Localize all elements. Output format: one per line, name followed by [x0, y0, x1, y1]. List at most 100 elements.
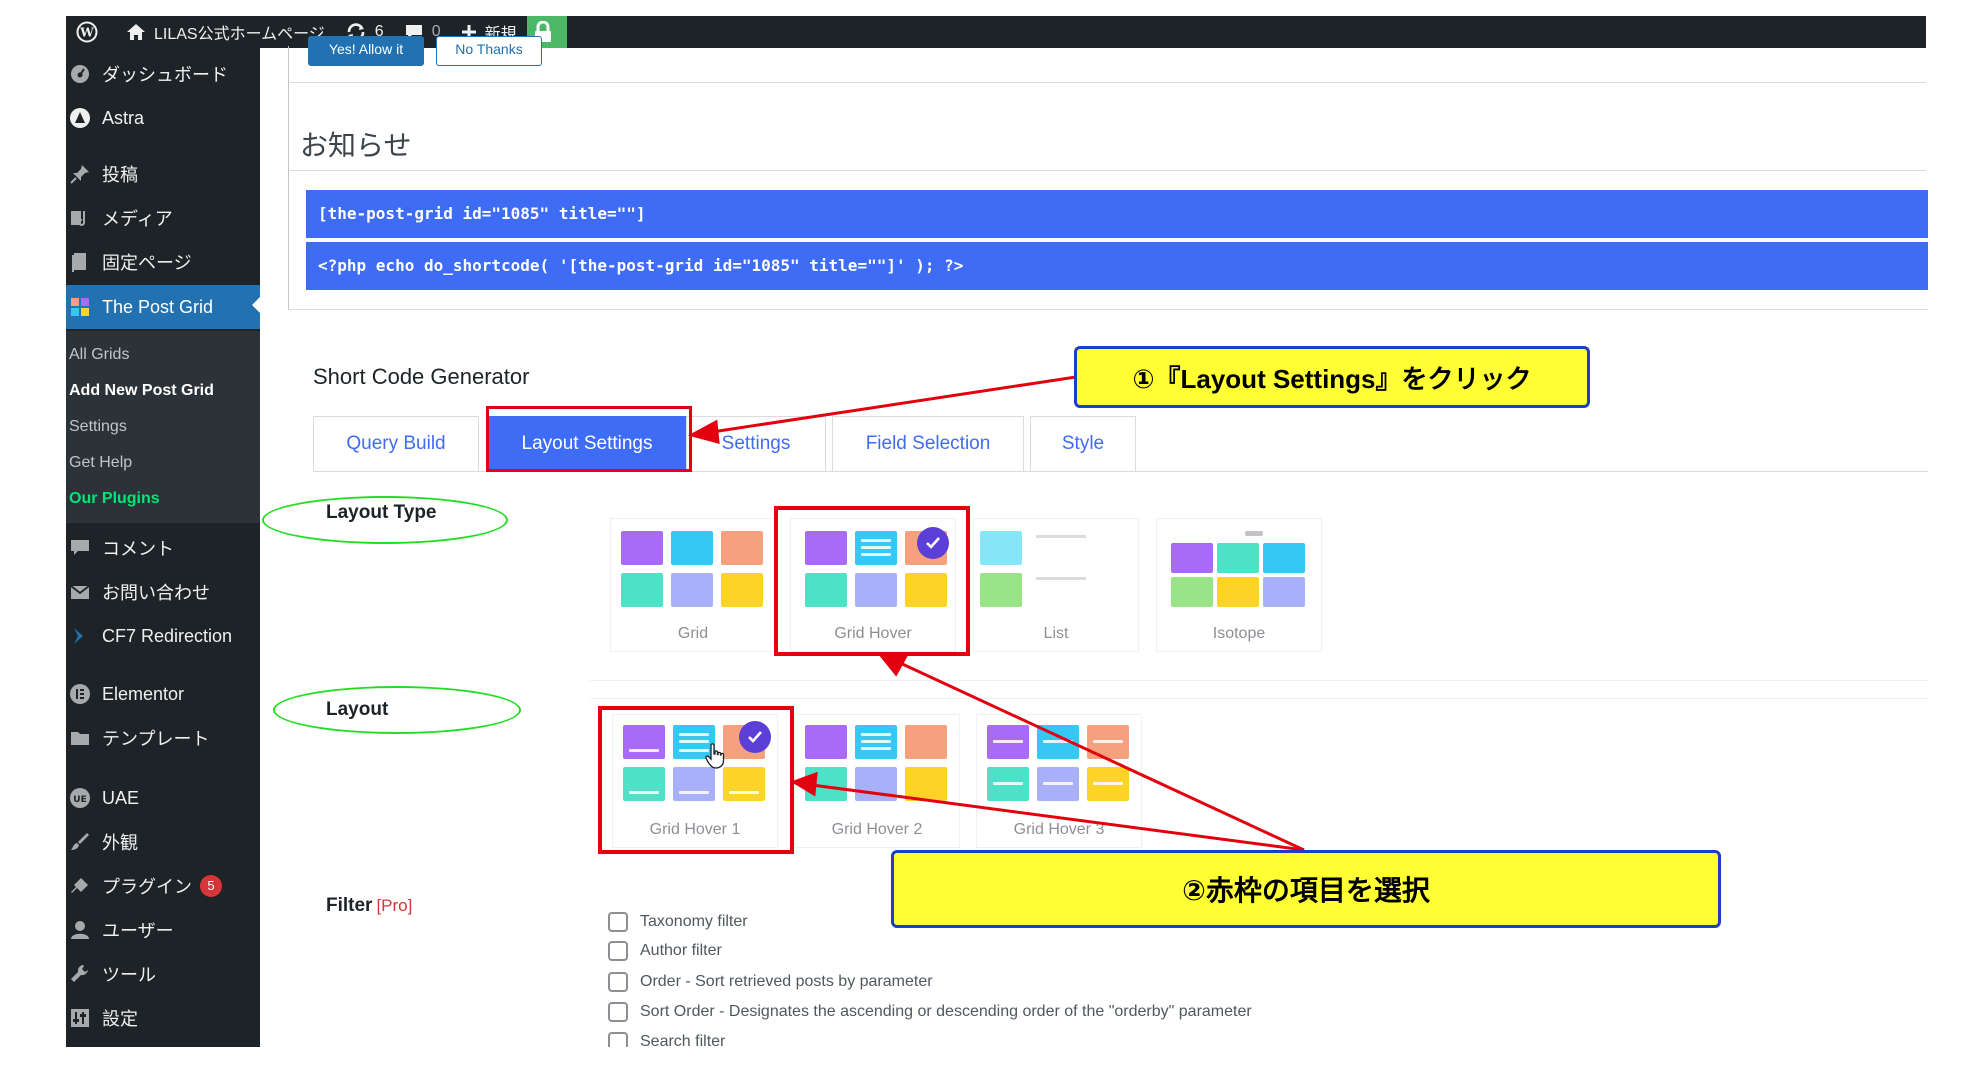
filter-clip: Search filter — [600, 1030, 1300, 1047]
checkbox[interactable] — [608, 1032, 628, 1047]
page-icon — [68, 250, 92, 274]
layout-type-isotope[interactable]: Isotope — [1156, 518, 1322, 652]
highlight-box-grid-hover — [774, 506, 970, 656]
comments-count: 0 — [431, 23, 441, 40]
php-shortcode-field[interactable]: <?php echo do_shortcode( '[the-post-grid… — [306, 242, 1928, 290]
thumb-block — [1087, 725, 1129, 759]
menu-label: プラグイン — [102, 877, 192, 897]
submenu-all-grids[interactable]: All Grids — [69, 346, 130, 363]
thumb-block — [1037, 725, 1079, 759]
layout-grid-hover-1[interactable]: Grid Hover 1 — [612, 714, 778, 848]
menu-media[interactable]: メディア — [66, 198, 260, 238]
tab-settings[interactable]: Settings — [686, 416, 826, 472]
layout-type-grid[interactable]: Grid — [610, 518, 776, 652]
menu-posts[interactable]: 投稿 — [66, 154, 260, 194]
thumb-block — [905, 573, 947, 607]
thumb-block — [721, 573, 763, 607]
layout-name: Grid Hover 1 — [649, 821, 741, 838]
no-thanks-label: No Thanks — [455, 41, 523, 57]
thumb-line — [1245, 531, 1263, 536]
allow-button[interactable]: Yes! Allow it — [308, 36, 424, 66]
divider — [290, 170, 1926, 171]
thumb-block — [1037, 767, 1079, 801]
thumb-block — [805, 725, 847, 759]
menu-label: 固定ページ — [102, 253, 192, 273]
menu-dashboard[interactable]: ダッシュボード — [66, 54, 260, 94]
callout-step-2: ②赤枠の項目を選択 — [891, 850, 1721, 928]
highlight-box-layout-settings-tab — [486, 406, 692, 472]
dashboard-icon — [68, 62, 92, 86]
layout-grid-hover-3[interactable]: Grid Hover 3 — [976, 714, 1142, 848]
menu-label: コメント — [102, 539, 174, 559]
tab-field-selection[interactable]: Field Selection — [832, 416, 1024, 472]
checkbox[interactable] — [608, 972, 628, 992]
thumb-block — [671, 573, 713, 607]
annotation-ellipse-layout-type — [262, 496, 508, 544]
checkbox[interactable] — [608, 912, 628, 932]
submenu-add-new-post-grid[interactable]: Add New Post Grid — [69, 382, 214, 399]
thumb-block — [673, 767, 715, 801]
menu-label: UAE — [102, 787, 140, 808]
layout-type-name: Isotope — [1212, 625, 1266, 642]
wordpress-logo[interactable]: W — [66, 16, 116, 48]
thumb-block — [1217, 577, 1259, 607]
layout-grid-hover-2[interactable]: Grid Hover 2 — [794, 714, 960, 848]
divider — [290, 82, 1926, 83]
menu-settings[interactable]: 設定 — [66, 998, 260, 1038]
menu-tools[interactable]: ツール — [66, 954, 260, 994]
thumb-block — [987, 725, 1029, 759]
menu-astra[interactable]: Astra — [66, 98, 260, 138]
thumb-block — [905, 725, 947, 759]
no-thanks-button[interactable]: No Thanks — [436, 36, 542, 66]
hand-cursor-icon — [705, 743, 725, 769]
thumb-block — [905, 767, 947, 801]
thumb-block — [855, 767, 897, 801]
submenu-settings[interactable]: Settings — [69, 418, 127, 435]
thumb-block — [673, 725, 715, 759]
layout-type-list[interactable]: List — [973, 518, 1139, 652]
checkbox[interactable] — [608, 1002, 628, 1022]
submenu-our-plugins[interactable]: Our Plugins — [69, 490, 160, 507]
thumb-block — [1171, 543, 1213, 573]
filter-author[interactable]: Author filter — [608, 941, 722, 961]
site-name: LILAS公式ホームページ — [154, 26, 325, 43]
notice-title: お知らせ — [300, 130, 412, 161]
menu-comments[interactable]: コメント — [66, 528, 260, 568]
menu-label: 外観 — [102, 833, 138, 853]
brush-icon — [68, 830, 92, 854]
menu-plugins[interactable]: プラグイン 5 — [66, 866, 260, 906]
filter-search[interactable]: Search filter — [608, 1032, 725, 1047]
menu-templates[interactable]: テンプレート — [66, 718, 260, 758]
tab-query-build[interactable]: Query Build — [313, 416, 479, 472]
layout-type-name: Grid Hover — [834, 625, 912, 642]
menu-contact[interactable]: お問い合わせ — [66, 572, 260, 612]
filter-taxonomy[interactable]: Taxonomy filter — [608, 912, 748, 932]
thumb-block — [721, 531, 763, 565]
menu-users[interactable]: ユーザー — [66, 910, 260, 950]
menu-the-post-grid[interactable]: The Post Grid — [66, 285, 260, 329]
checkbox[interactable] — [608, 941, 628, 961]
filter-sort-order[interactable]: Sort Order - Designates the ascending or… — [608, 1002, 1252, 1022]
shortcode-field[interactable]: [the-post-grid id="1085" title=""] — [306, 190, 1928, 238]
thumb-block — [855, 725, 897, 759]
layout-type-grid-hover[interactable]: Grid Hover — [790, 518, 956, 652]
thumb-block — [987, 767, 1029, 801]
filter-item-label: Search filter — [640, 1033, 726, 1047]
menu-uae[interactable]: UE UAE — [66, 778, 260, 818]
thumb-block — [1263, 577, 1305, 607]
post-grid-submenu: All Grids Add New Post Grid Settings Get… — [66, 331, 260, 523]
menu-appearance[interactable]: 外観 — [66, 822, 260, 862]
menu-elementor[interactable]: Elementor — [66, 674, 260, 714]
menu-cf7-redirection[interactable]: CF7 Redirection — [66, 616, 260, 656]
filter-order[interactable]: Order - Sort retrieved posts by paramete… — [608, 972, 933, 992]
plugin-icon — [68, 874, 92, 898]
site-name-link[interactable]: LILAS公式ホームページ — [116, 16, 335, 48]
menu-label: ツール — [102, 965, 156, 985]
tab-style[interactable]: Style — [1030, 416, 1136, 472]
menu-label: 設定 — [102, 1009, 138, 1029]
layout-name: Grid Hover 3 — [1013, 821, 1105, 838]
comments-link[interactable]: 0 — [394, 16, 451, 48]
submenu-get-help[interactable]: Get Help — [69, 454, 133, 471]
wrench-icon — [68, 962, 92, 986]
menu-pages[interactable]: 固定ページ — [66, 242, 260, 282]
